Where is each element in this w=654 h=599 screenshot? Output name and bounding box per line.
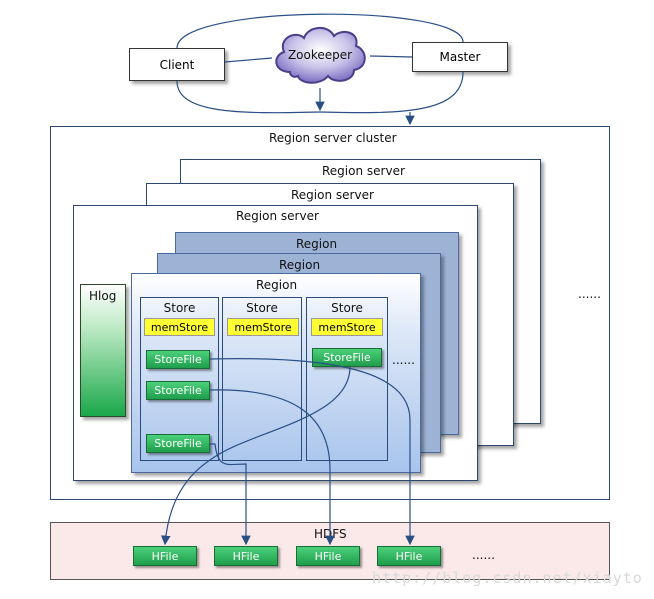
hfile-label: HFile <box>151 549 179 563</box>
storefile: StoreFile <box>146 381 210 400</box>
master-node: Master <box>412 42 508 72</box>
client-label: Client <box>159 57 195 72</box>
storefile: StoreFile <box>312 348 382 367</box>
zookeeper-node: Zookeeper <box>268 22 372 88</box>
storefile-label: StoreFile <box>154 353 202 366</box>
hfile: HFile <box>377 546 441 566</box>
hlog-label: Hlog <box>89 289 117 303</box>
hfile-label: HFile <box>314 549 342 563</box>
store-label: Store <box>163 301 196 315</box>
master-label: Master <box>439 50 481 64</box>
region-server-label: Region server <box>236 209 319 223</box>
more-stores-ellipsis: ...... <box>392 353 415 367</box>
hfile: HFile <box>214 546 278 566</box>
zookeeper-label: Zookeeper <box>287 48 353 62</box>
storefile-label: StoreFile <box>323 351 371 364</box>
memstore: memStore <box>144 318 215 336</box>
storefile: StoreFile <box>146 350 210 369</box>
hdfs-title: HDFS <box>314 527 347 541</box>
memstore-label: memStore <box>234 320 292 334</box>
region-label: Region <box>256 278 298 292</box>
client-zookeeper-line <box>224 57 273 63</box>
cluster-title: Region server cluster <box>269 131 397 145</box>
hlog <box>80 284 126 417</box>
region-server-label: Region server <box>291 188 374 202</box>
region-server-label: Region server <box>322 164 405 178</box>
client-node: Client <box>129 48 225 81</box>
more-hfiles-ellipsis: ...... <box>472 548 495 562</box>
storefile: StoreFile <box>146 434 210 453</box>
master-zookeeper-line <box>369 55 413 58</box>
more-servers-ellipsis: ...... <box>578 287 601 301</box>
storefile-label: StoreFile <box>154 384 202 397</box>
store-label: Store <box>331 301 363 315</box>
memstore: memStore <box>311 318 383 336</box>
memstore-label: memStore <box>318 320 376 334</box>
hfile-label: HFile <box>395 549 423 563</box>
region-label: Region <box>279 258 321 272</box>
hfile-label: HFile <box>232 549 260 563</box>
storefile-label: StoreFile <box>154 437 202 450</box>
watermark: http://blog.csdn.net/xiayto <box>372 569 643 587</box>
region-label: Region <box>296 237 338 251</box>
memstore: memStore <box>227 318 299 336</box>
hfile: HFile <box>296 546 360 566</box>
hfile: HFile <box>133 546 197 566</box>
store-label: Store <box>246 301 278 315</box>
memstore-label: memStore <box>150 320 209 334</box>
